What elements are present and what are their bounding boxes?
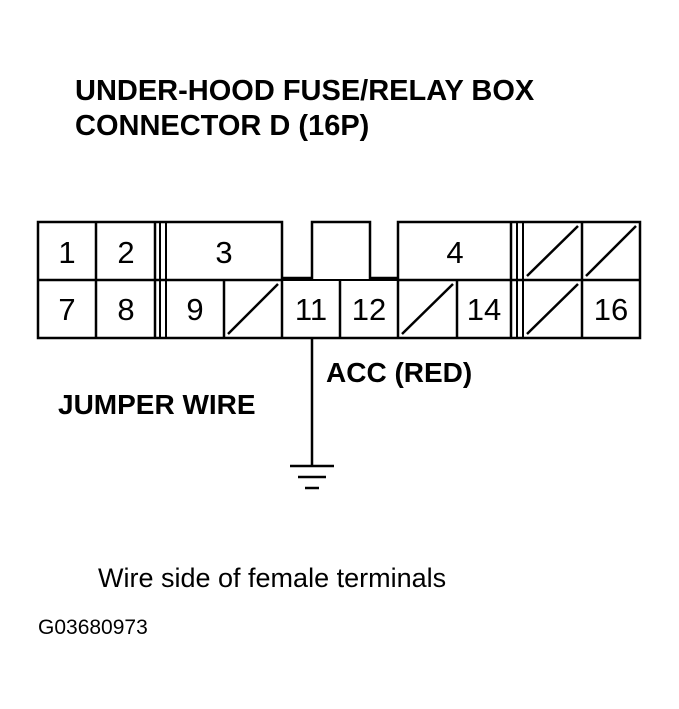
figure-code: G03680973: [38, 616, 148, 639]
title-line-2: CONNECTOR D (16P): [75, 110, 369, 142]
pin-12-label: 12: [352, 292, 386, 327]
title-line-1: UNDER-HOOD FUSE/RELAY BOX: [75, 75, 535, 107]
caption: Wire side of female terminals: [98, 563, 446, 593]
pin-1-label: 1: [58, 235, 75, 270]
pin-11-label: 11: [295, 292, 327, 327]
pin-4-label: 4: [446, 235, 463, 270]
pin-14-label: 14: [467, 292, 501, 327]
pin-8-label: 8: [117, 292, 134, 327]
connector-grid: [38, 222, 640, 338]
pin-3-label: 3: [215, 235, 232, 270]
ground-icon: [290, 464, 334, 490]
empty-cavities: [227, 225, 637, 335]
connector-outline: [36, 220, 642, 340]
jumper-wire-label: JUMPER WIRE: [58, 389, 256, 420]
acc-wire-label: ACC (RED): [326, 357, 472, 388]
pin-labels: 1 2 3 4 7 8 9 11 12 14 16: [58, 235, 628, 327]
pin-7-label: 7: [58, 292, 75, 327]
pin-9-label: 9: [186, 292, 203, 327]
pin-2-label: 2: [117, 235, 134, 270]
pin-16-label: 16: [594, 292, 628, 327]
